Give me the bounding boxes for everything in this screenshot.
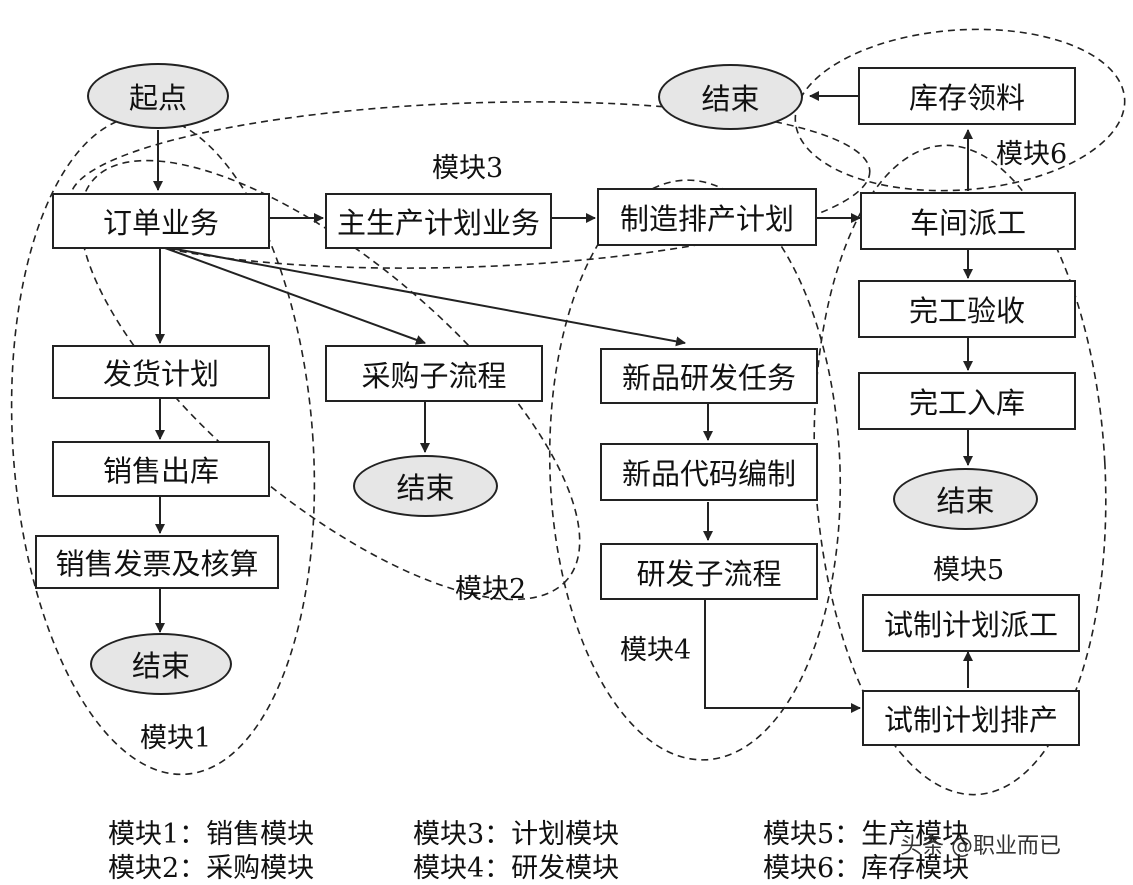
completion-check-box: 完工验收 [858,280,1076,338]
workshop-dispatch-box: 车间派工 [860,192,1076,250]
legend-module-6: 模块6：库存模块 [763,853,970,884]
end-node-module1: 结束 [90,633,232,695]
purchase-subprocess-box: 采购子流程 [325,345,543,402]
new-product-task-box: 新品研发任务 [600,348,818,404]
sales-invoice-box: 销售发票及核算 [35,535,279,589]
start-node: 起点 [87,63,229,129]
inventory-picking-box: 库存领料 [858,67,1076,125]
legend-module-4: 模块4：研发模块 [413,853,620,884]
legend-module-2: 模块2：采购模块 [108,853,315,884]
module-5-label: 模块5 [933,555,1005,586]
new-product-code-box: 新品代码编制 [600,443,818,501]
watermark: 头条 @职业而已 [900,834,1061,859]
module-1-label: 模块1 [140,723,212,754]
end-node-module5: 结束 [893,468,1038,530]
order-business-box: 订单业务 [52,193,270,249]
arrow-rd-to-trial [704,600,861,713]
trial-dispatch-box: 试制计划派工 [862,594,1080,652]
manufacturing-schedule-box: 制造排产计划 [597,188,817,246]
module-5-boundary [813,144,1107,796]
completion-storage-box: 完工入库 [858,372,1076,430]
legend-module-3: 模块3：计划模块 [413,819,620,850]
legend-module-5: 模块5：生产模块 [763,819,970,850]
module-4-label: 模块4 [620,635,692,666]
shipping-plan-box: 发货计划 [52,345,270,399]
rd-subprocess-box: 研发子流程 [600,543,818,600]
module-2-label: 模块2 [455,574,527,605]
sales-outbound-box: 销售出库 [52,441,270,497]
legend-module-1: 模块1：销售模块 [108,819,315,850]
module-6-label: 模块6 [996,139,1068,170]
module-4-boundary [548,179,842,761]
module-3-label: 模块3 [432,153,504,184]
trial-schedule-box: 试制计划排产 [862,690,1080,746]
end-node-top: 结束 [658,64,803,130]
end-node-module2: 结束 [353,455,498,517]
master-production-plan-box: 主生产计划业务 [325,193,552,249]
arrow-order-to-purchase [164,247,426,345]
arrow-order-to-newprod [169,247,686,347]
module-6-boundary [794,28,1126,192]
